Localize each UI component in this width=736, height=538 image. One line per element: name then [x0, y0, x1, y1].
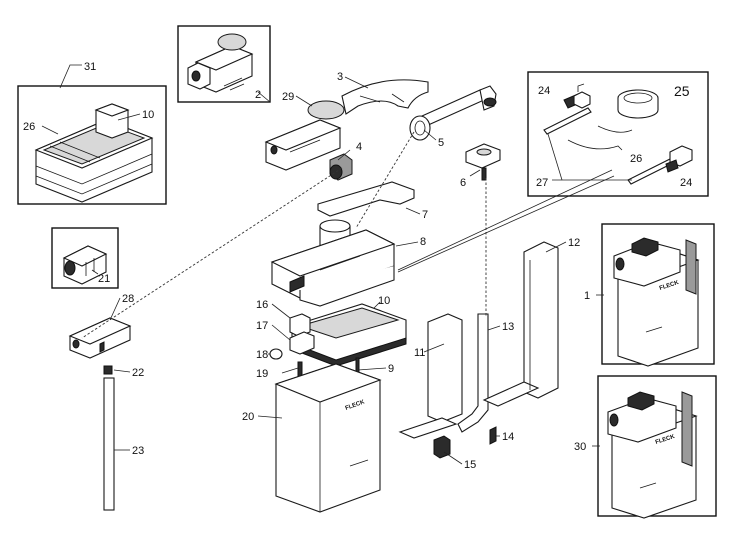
callout-21: 21	[98, 273, 110, 285]
callout-26-right: 26	[630, 153, 642, 165]
inset-parts-24-27	[527, 71, 709, 197]
callout-12: 12	[568, 237, 580, 249]
callout-5: 5	[438, 137, 444, 149]
callout-20: 20	[242, 411, 254, 423]
inset-assembly-30: FLECK	[597, 375, 717, 519]
inset-part-2	[177, 25, 271, 103]
callout-30: 30	[574, 441, 586, 453]
callout-25: 25	[674, 83, 690, 99]
callout-13: 13	[502, 321, 514, 333]
callout-1: 1	[584, 290, 590, 302]
part-3-top-cover	[341, 79, 429, 115]
leader-8-inset-b	[397, 175, 615, 273]
callout-6: 6	[460, 177, 466, 189]
callout-7: 7	[422, 209, 428, 221]
part-16-valve	[289, 313, 311, 337]
inset-part-31	[17, 85, 167, 205]
part-5-elbow-tube	[409, 85, 497, 141]
callout-2: 2	[255, 89, 261, 101]
part-13-pipe	[457, 313, 489, 433]
callout-19: 19	[256, 368, 268, 380]
part-14-screw	[489, 426, 497, 445]
part-2-body	[264, 119, 342, 171]
callout-15: 15	[464, 459, 476, 471]
callout-28: 28	[122, 293, 134, 305]
part-18-plug	[269, 348, 283, 360]
part-22-cap	[103, 365, 113, 375]
callout-26-left: 26	[23, 121, 35, 133]
callout-27: 27	[536, 177, 548, 189]
part-28-block	[68, 317, 132, 359]
part-29-disc	[307, 100, 345, 120]
callout-24-top: 24	[538, 85, 550, 97]
callout-16: 16	[256, 299, 268, 311]
callout-14: 14	[502, 431, 514, 443]
callout-23: 23	[132, 445, 144, 457]
part-4-fitting	[329, 153, 353, 181]
callout-11: 11	[414, 347, 425, 359]
inset-part-21	[51, 227, 119, 289]
part-12-bracket	[482, 241, 559, 407]
part-10-tray	[291, 303, 407, 367]
callout-8: 8	[420, 236, 426, 248]
callout-29: 29	[282, 91, 294, 103]
inset-assembly-1: FLECK	[601, 223, 715, 367]
part-6-bracket	[465, 143, 501, 181]
callout-4: 4	[356, 141, 362, 153]
leader-8-inset	[397, 169, 613, 271]
part-23-tube	[103, 377, 115, 511]
part-20-tank: FLECK	[274, 363, 382, 513]
part-8-head	[270, 229, 396, 307]
callout-22: 22	[132, 367, 144, 379]
callout-9: 9	[388, 363, 394, 375]
callout-17: 17	[256, 320, 268, 332]
part-17-elbow	[289, 331, 315, 355]
alignment-line-4-28	[81, 167, 343, 339]
callout-10-inset: 10	[142, 109, 154, 121]
part-11-bracket	[398, 313, 463, 439]
callout-18: 18	[256, 349, 268, 361]
part-15-fitting	[433, 435, 451, 459]
callout-10: 10	[378, 295, 390, 307]
callout-31: 31	[84, 61, 96, 73]
callout-3: 3	[337, 71, 343, 83]
callout-24-bottom: 24	[680, 177, 692, 189]
alignment-line-5	[355, 131, 415, 229]
